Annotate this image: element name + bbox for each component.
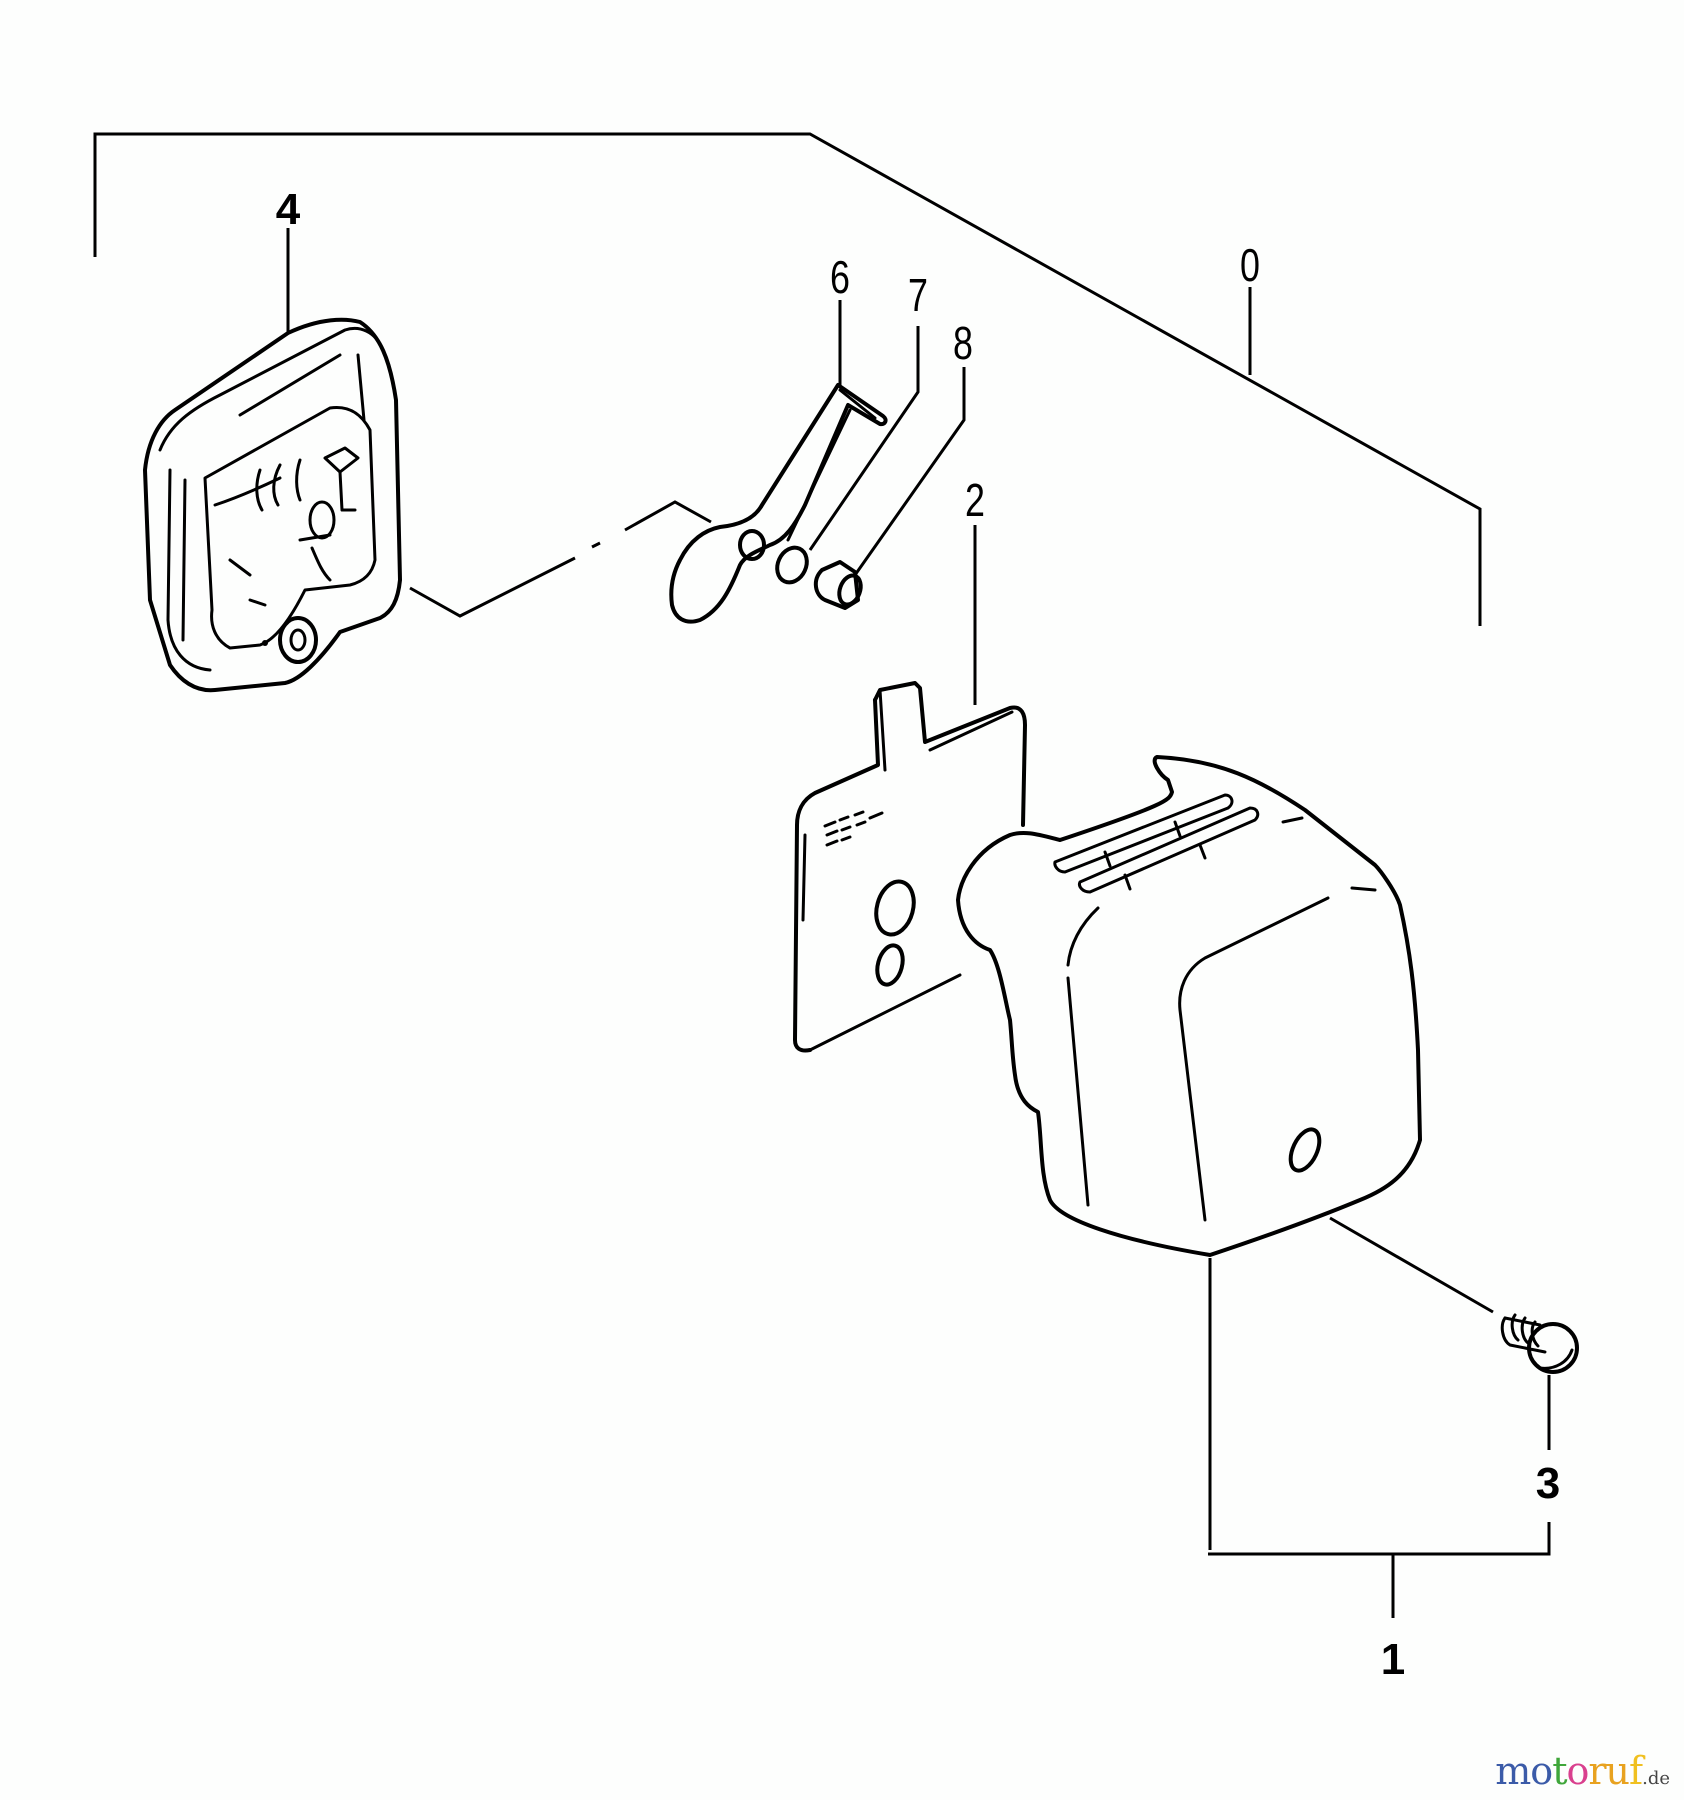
callout-6: 6 xyxy=(830,251,850,303)
watermark-logo: motoruf.de xyxy=(1495,1752,1670,1790)
callout-2: 2 xyxy=(965,474,985,526)
part-8-collar xyxy=(813,367,966,610)
callout-0: 0 xyxy=(1240,239,1260,291)
part-2-gasket xyxy=(793,525,1027,1053)
part-7-washer xyxy=(775,326,920,585)
part-6-bracket xyxy=(669,300,888,624)
watermark-letter: t xyxy=(1552,1749,1567,1793)
callout-7: 7 xyxy=(908,269,928,321)
part-3-screw xyxy=(1329,1216,1579,1450)
watermark-letter: o xyxy=(1530,1749,1553,1793)
set-bracket-1 xyxy=(1208,1522,1551,1618)
watermark-text: motoruf xyxy=(1495,1749,1643,1793)
watermark-suffix: .de xyxy=(1642,1768,1670,1789)
gasket-embossed-text xyxy=(823,810,884,847)
watermark-letter: f xyxy=(1629,1749,1643,1793)
callout-1: 1 xyxy=(1380,1635,1406,1684)
part-4-muffler-cover xyxy=(143,228,402,693)
callout-3: 3 xyxy=(1535,1459,1561,1508)
watermark-letter: r xyxy=(1588,1749,1606,1793)
callout-8: 8 xyxy=(953,317,973,369)
assembly-centerline xyxy=(409,500,712,618)
watermark-letter: u xyxy=(1605,1749,1631,1793)
assembly-bracket-0 xyxy=(93,132,1482,626)
callout-4: 4 xyxy=(275,185,301,234)
part-1-muffler-housing xyxy=(956,755,1422,1550)
watermark-letter: o xyxy=(1566,1749,1589,1793)
watermark-letter: m xyxy=(1495,1749,1531,1793)
